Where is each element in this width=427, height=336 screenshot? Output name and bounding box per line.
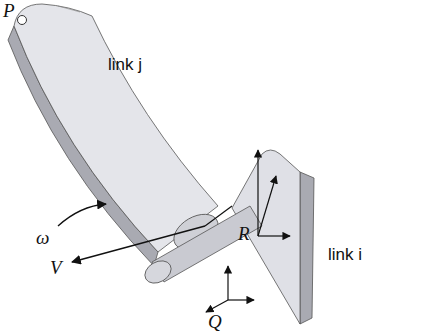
angular-velocity-label: ω <box>36 228 49 247</box>
velocity-label: V <box>50 258 62 277</box>
part-name: link j <box>108 56 142 73</box>
frame-label: Q <box>208 312 222 331</box>
point-label: P <box>3 1 15 20</box>
part-name: link i <box>328 246 362 263</box>
frame-label: R <box>238 224 250 243</box>
